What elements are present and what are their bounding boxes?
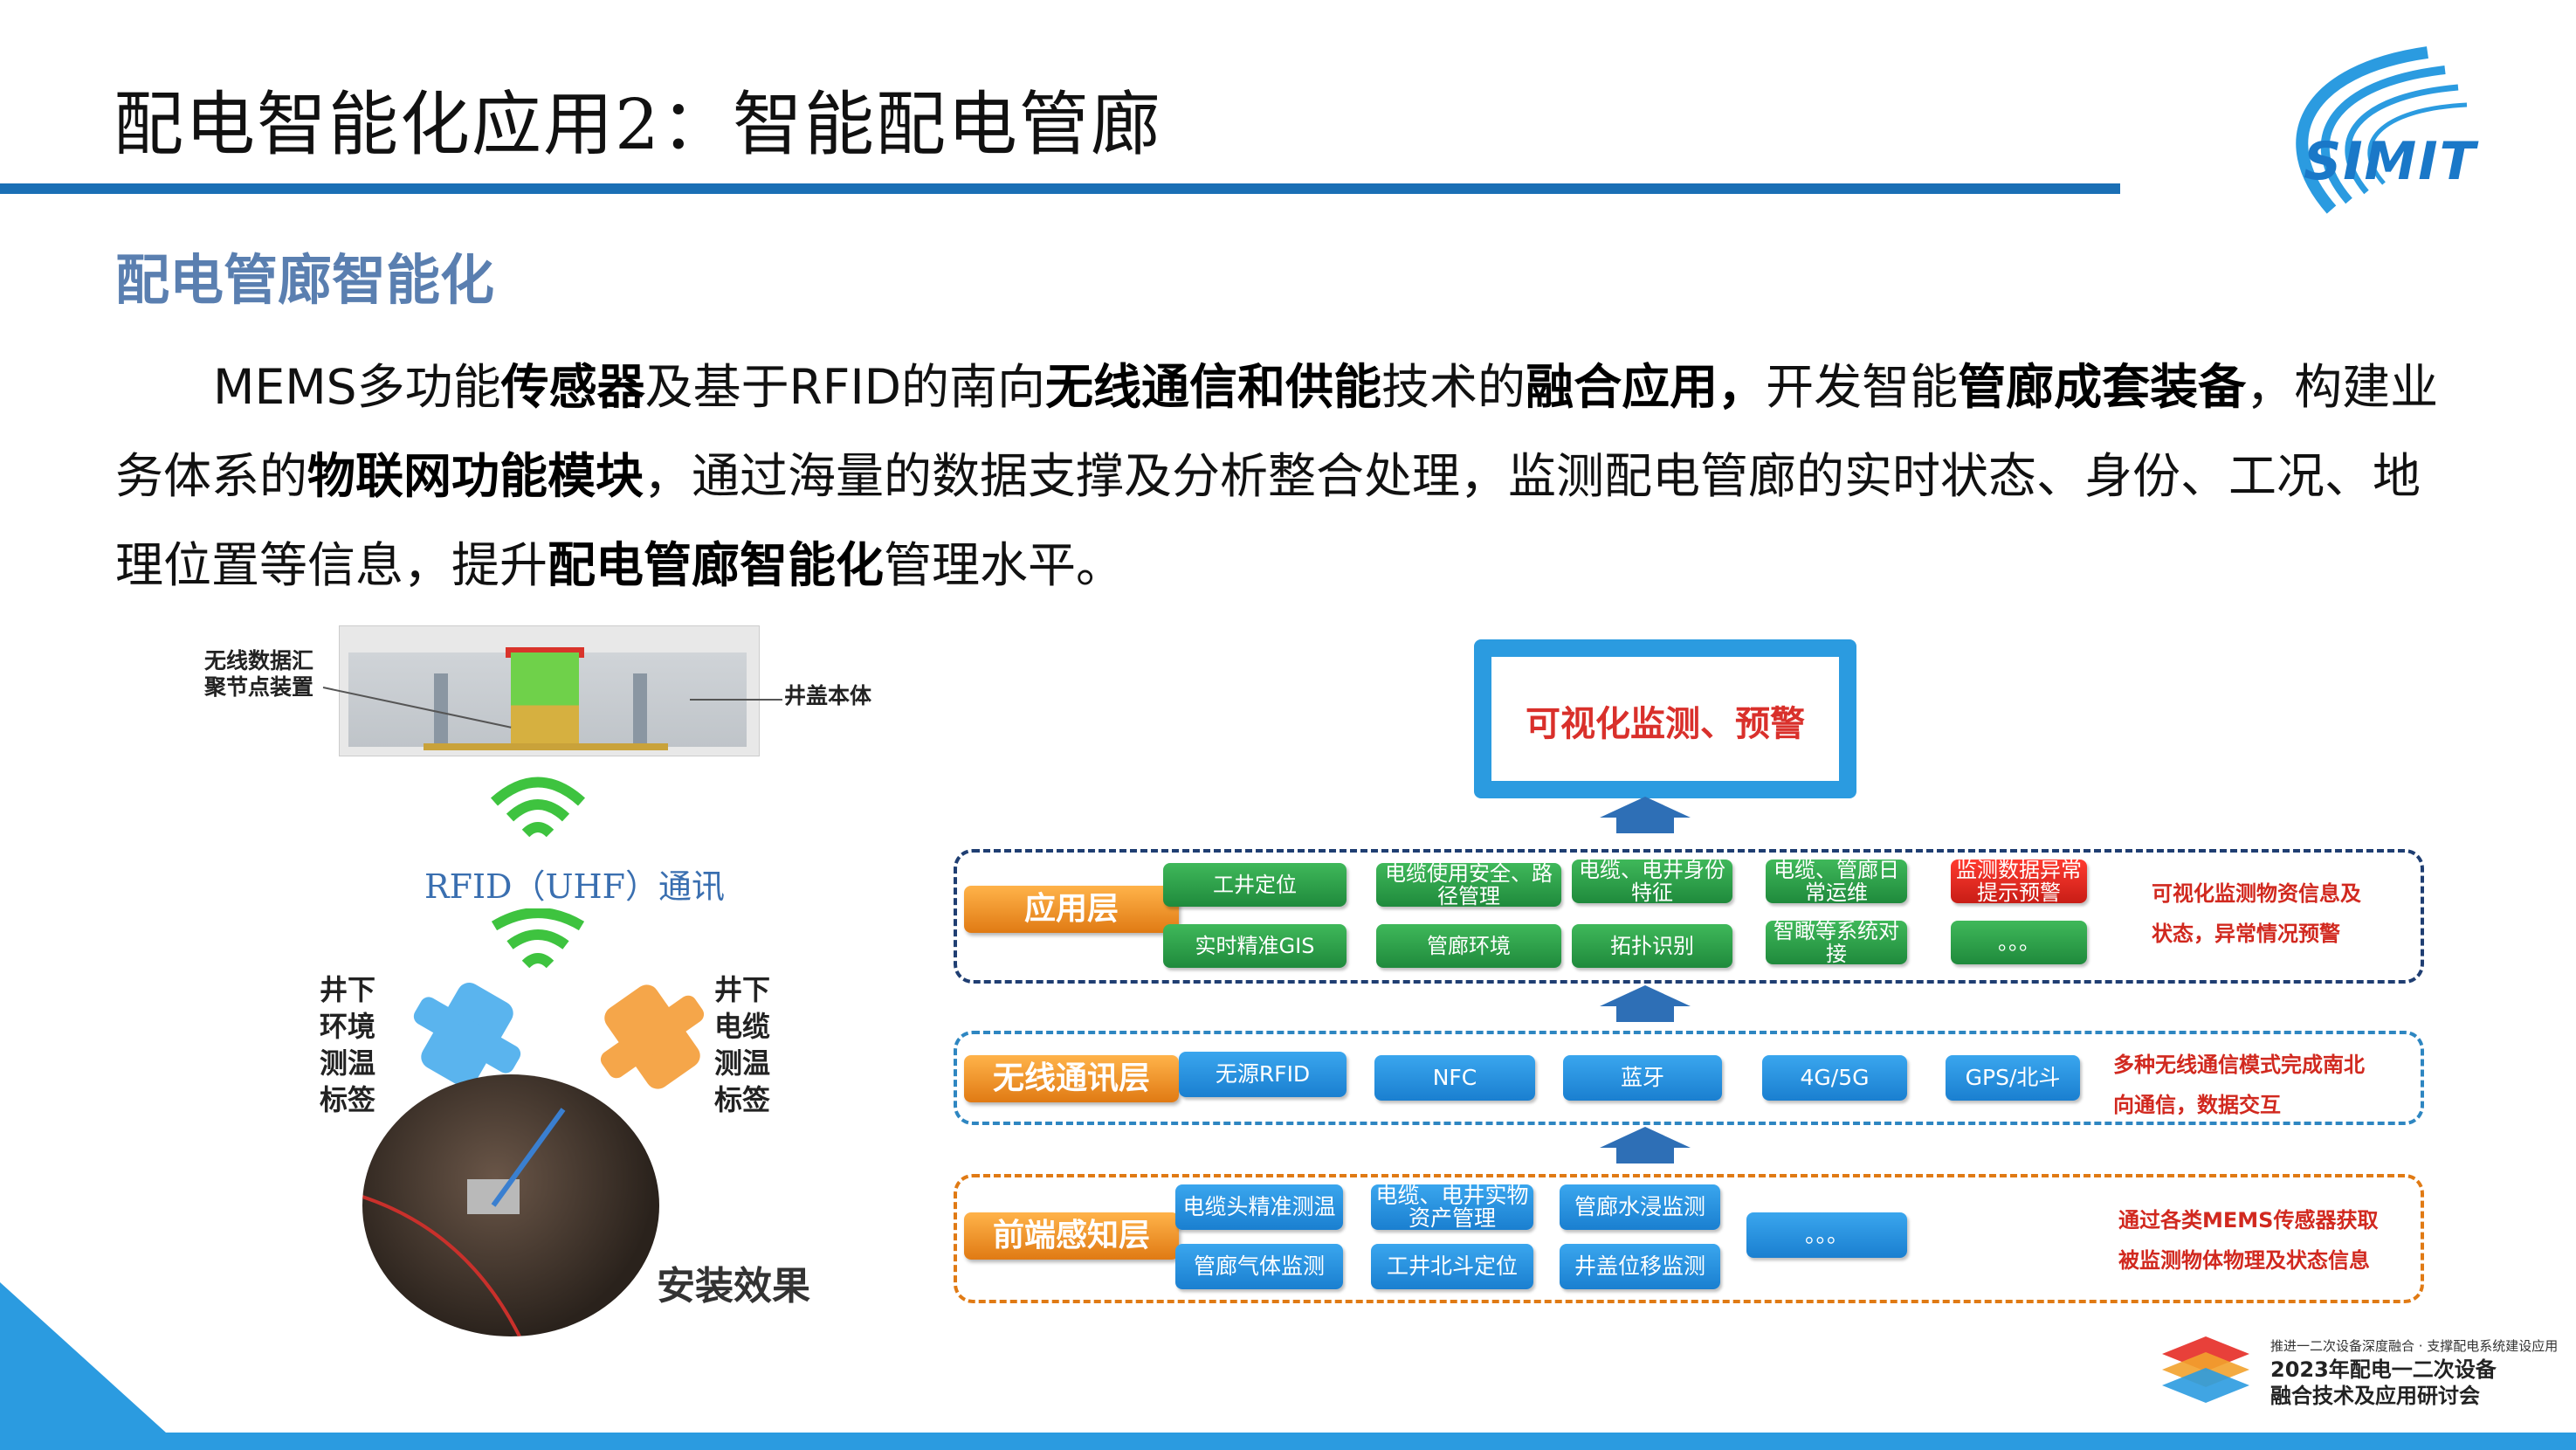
sense-box: 管廊气体监测 (1175, 1244, 1343, 1289)
sense-box: 电缆头精准测温 (1175, 1184, 1343, 1230)
install-effect-label: 安装效果 (657, 1264, 810, 1308)
section-subtitle: 配电管廊智能化 (115, 248, 495, 312)
wifi-signal-icon (491, 908, 585, 969)
paragraph-text: 开发智能 (1766, 359, 1959, 415)
monitor-text: 可视化监测、预警 (1526, 704, 1805, 744)
application-layer: 应用层 工井定位 电缆使用安全、路径管理 电缆、电井身份特征 电缆、管廊日常运维… (954, 849, 2424, 984)
paragraph-emphasis: 配电管廊智能化 (548, 537, 885, 593)
comm-box: 蓝牙 (1563, 1055, 1722, 1101)
conference-title-line2: 融合技术及应用研讨会 (2270, 1384, 2480, 1408)
paragraph-text: 管理水平。 (884, 537, 1125, 593)
page-title: 配电智能化应用2：智能配电管廊 (114, 84, 1162, 165)
sense-layer-note: 通过各类MEMS传感器获取被监测物体物理及状态信息 (2118, 1208, 2379, 1273)
application-layer-label: 应用层 (964, 886, 1179, 933)
cover-label: 井盖本体 (784, 683, 872, 708)
wifi-signal-icon (490, 777, 586, 838)
simit-logo-icon (2296, 46, 2468, 214)
paragraph-emphasis: 传感器 (500, 359, 645, 415)
up-arrow-icon (1600, 797, 1691, 818)
comm-box: 无源RFID (1179, 1052, 1347, 1097)
comm-box: 4G/5G (1762, 1055, 1907, 1101)
app-alert-box: 监测数据异常提示预警 (1951, 859, 2087, 904)
monitor-stand (1603, 781, 1725, 795)
sense-box: 管廊水浸监测 (1560, 1184, 1720, 1230)
paragraph-text: ，构建业务体系的 (115, 359, 2439, 504)
title-divider (0, 183, 2120, 194)
paragraph-text: MEMS多功能 (213, 359, 501, 415)
cover-leader-line (690, 699, 782, 701)
paragraph-text: ，通过海量的数据支撑及分析整合处理，监测配电管廊的实时状态、身份、工况、地理位置… (115, 448, 2421, 593)
sensing-layer-label: 前端感知层 (964, 1212, 1179, 1260)
sensing-layer: 前端感知层 电缆头精准测温 电缆、电井实物资产管理 管廊水浸监测 。。。 管廊气… (954, 1174, 2424, 1303)
app-box: 实时精准GIS (1163, 924, 1347, 968)
up-arrow-icon (1600, 1127, 1691, 1148)
wireless-layer-label: 无线通讯层 (964, 1055, 1179, 1102)
sense-box: 工井北斗定位 (1371, 1244, 1533, 1289)
wireless-comm-layer: 无线通讯层 无源RFID NFC 蓝牙 4G/5G GPS/北斗 多种无线通信模… (954, 1031, 2424, 1125)
app-box: 工井定位 (1163, 863, 1347, 907)
paragraph-emphasis: 无线通信和供能 (1045, 359, 1382, 415)
description-paragraph: MEMS多功能传感器及基于RFID的南向无线通信和供能技术的融合应用，开发智能管… (115, 342, 2455, 610)
app-box: 电缆、电井身份特征 (1572, 859, 1732, 904)
tag-left-label: 井下环境测温标签 (320, 973, 376, 1116)
up-arrow-icon (1600, 985, 1691, 1006)
conference-tagline: 推进一二次设备深度融合 · 支撑配电系统建设应用 (2270, 1338, 2559, 1354)
paragraph-emphasis: 管廊成套装备 (1958, 359, 2247, 415)
paragraph-emphasis: 物联网功能模块 (307, 448, 644, 504)
orange-tag-image (600, 984, 705, 1089)
conference-logo-icon (2162, 1336, 2249, 1403)
comm-box: NFC (1374, 1055, 1535, 1101)
rfid-label: RFID（UHF）通讯 (424, 867, 725, 906)
app-box: 电缆使用安全、路径管理 (1376, 862, 1561, 908)
comm-box: GPS/北斗 (1946, 1055, 2080, 1101)
comm-layer-note: 多种无线通信模式完成南北向通信，数据交互 (2113, 1053, 2365, 1117)
paragraph-text: 及基于RFID的南向 (644, 359, 1046, 415)
sense-box: 井盖位移监测 (1560, 1244, 1720, 1289)
node-label-line1: 无线数据汇 (204, 648, 314, 673)
manhole-cover-image (339, 625, 760, 756)
app-box: 拓扑识别 (1572, 924, 1732, 968)
paragraph-text: 技术的 (1381, 359, 1526, 415)
aggregation-node-image (511, 652, 579, 749)
app-box: 。。。 (1951, 921, 2087, 964)
conference-title-line1: 2023年配电一二次设备 (2270, 1357, 2497, 1382)
footer-bar (0, 1433, 2576, 1450)
app-layer-note: 可视化监测物资信息及状态，异常情况预警 (2152, 881, 2361, 946)
app-box: 管廊环境 (1376, 924, 1561, 968)
tag-right-label: 井下电缆测温标签 (714, 973, 771, 1116)
app-box: 智瞰等系统对接 (1766, 920, 1907, 965)
sense-box: 。。。 (1746, 1212, 1907, 1258)
node-label-line2: 聚节点装置 (204, 674, 314, 700)
corner-decoration (0, 1282, 166, 1433)
logo-text: SIMIT (2304, 131, 2477, 192)
sense-box: 电缆、电井实物资产管理 (1371, 1184, 1533, 1230)
monitor-screen: 可视化监测、预警 (1474, 639, 1856, 798)
blue-tag-image (413, 982, 521, 1088)
paragraph-emphasis: 融合应用， (1526, 359, 1767, 415)
installation-photo (362, 1074, 659, 1336)
app-box: 电缆、管廊日常运维 (1766, 859, 1907, 904)
